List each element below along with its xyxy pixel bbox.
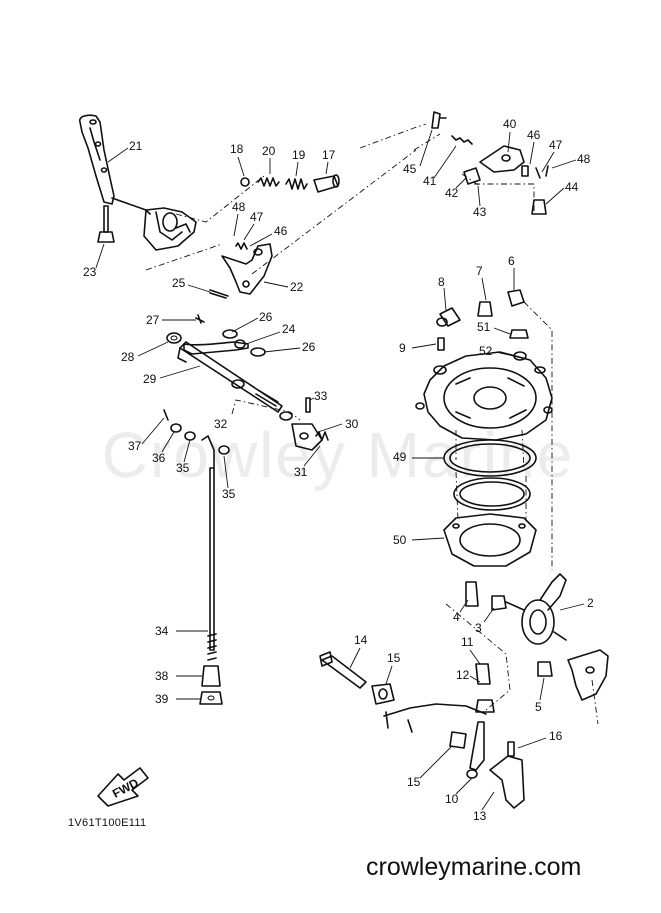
gasket-49[interactable] [443,439,537,477]
callout-9: 9 [399,341,406,355]
callout-31: 31 [294,465,308,479]
magneto-base-plate[interactable] [415,351,553,441]
callout-18: 18 [230,142,244,156]
callout-10: 10 [445,792,459,806]
callout-24: 24 [282,322,296,336]
callout-22: 22 [290,280,304,294]
callout-21: 21 [129,139,143,153]
callout-35a: 35 [176,461,190,475]
callout-15a: 15 [387,651,401,665]
bracket-40[interactable] [431,111,549,215]
throttle-lever-21[interactable] [78,114,115,205]
callout-39: 39 [155,692,169,706]
washer-28[interactable] [166,332,182,344]
callout-26a: 26 [259,310,273,324]
callout-27: 27 [146,313,160,327]
callout-37: 37 [128,439,142,453]
callout-36: 36 [152,451,166,465]
callout-46b: 46 [527,128,541,142]
callout-16: 16 [549,729,563,743]
callout-47a: 47 [250,210,264,224]
callout-49: 49 [393,450,407,464]
callout-48b: 48 [577,152,591,166]
callout-5: 5 [535,700,542,714]
grommet-15[interactable] [371,683,395,705]
callout-12: 12 [456,668,470,682]
wire-link[interactable] [383,703,487,733]
gasket-50[interactable] [443,513,537,567]
callout-20: 20 [262,144,276,158]
cotter-pins-25-27[interactable] [195,289,229,324]
callout-50: 50 [393,533,407,547]
callout-4: 4 [453,610,460,624]
nut-38-39[interactable] [199,665,223,705]
callout-23: 23 [83,265,97,279]
bracket-13-16[interactable] [489,741,525,809]
callout-32: 32 [214,417,228,431]
friction-bracket[interactable] [111,197,197,251]
callout-26b: 26 [302,340,316,354]
lever-arm-22[interactable] [221,242,273,295]
callout-6: 6 [508,254,515,268]
link-rod-24[interactable] [183,329,266,357]
callout-14: 14 [354,633,368,647]
callout-47b: 47 [549,138,563,152]
callout-40: 40 [503,117,517,131]
callout-13: 13 [473,809,487,823]
callout-2: 2 [587,596,594,610]
fwd-arrow-icon: FWD [97,767,149,807]
spring-and-caps-18-17[interactable] [240,174,340,193]
gasket-ring[interactable] [453,477,531,511]
diagram-code: 1V61T100E111 [68,817,147,829]
bolt-23[interactable] [97,205,115,243]
callout-38: 38 [155,669,169,683]
screw-group-6-9[interactable] [436,289,529,361]
callout-48a: 48 [232,200,246,214]
collar-30-31-33[interactable] [279,397,329,451]
callout-3: 3 [475,621,482,635]
callout-29: 29 [143,372,157,386]
pulley-assembly-2[interactable] [505,573,567,645]
cover-plate[interactable] [567,649,609,701]
callout-34: 34 [155,624,169,638]
callout-35b: 35 [222,487,236,501]
callout-42: 42 [445,186,459,200]
dash-lines [145,123,599,725]
callout-33: 33 [314,389,328,403]
callout-15b: 15 [407,775,421,789]
callout-7: 7 [476,264,483,278]
lever-14[interactable] [319,651,367,689]
callout-45: 45 [403,162,417,176]
callout-19: 19 [292,148,306,162]
screws-3-4-5[interactable] [465,581,553,677]
long-rod-34[interactable] [201,435,217,661]
site-footer: crowleymarine.com [366,853,582,881]
callout-43: 43 [473,205,487,219]
callout-44: 44 [565,180,579,194]
shaft-29[interactable] [177,341,283,413]
callout-46a: 46 [274,224,288,238]
callout-51: 51 [477,320,491,334]
callout-11: 11 [461,635,474,649]
callouts: 21 18 20 19 17 48 47 46 23 22 25 27 26 2… [83,117,594,823]
callout-30: 30 [345,417,359,431]
callout-52: 52 [479,344,493,358]
callout-41: 41 [423,174,437,188]
callout-17: 17 [322,148,336,162]
callout-28: 28 [121,350,135,364]
callout-25: 25 [172,276,186,290]
callout-8: 8 [438,275,445,289]
